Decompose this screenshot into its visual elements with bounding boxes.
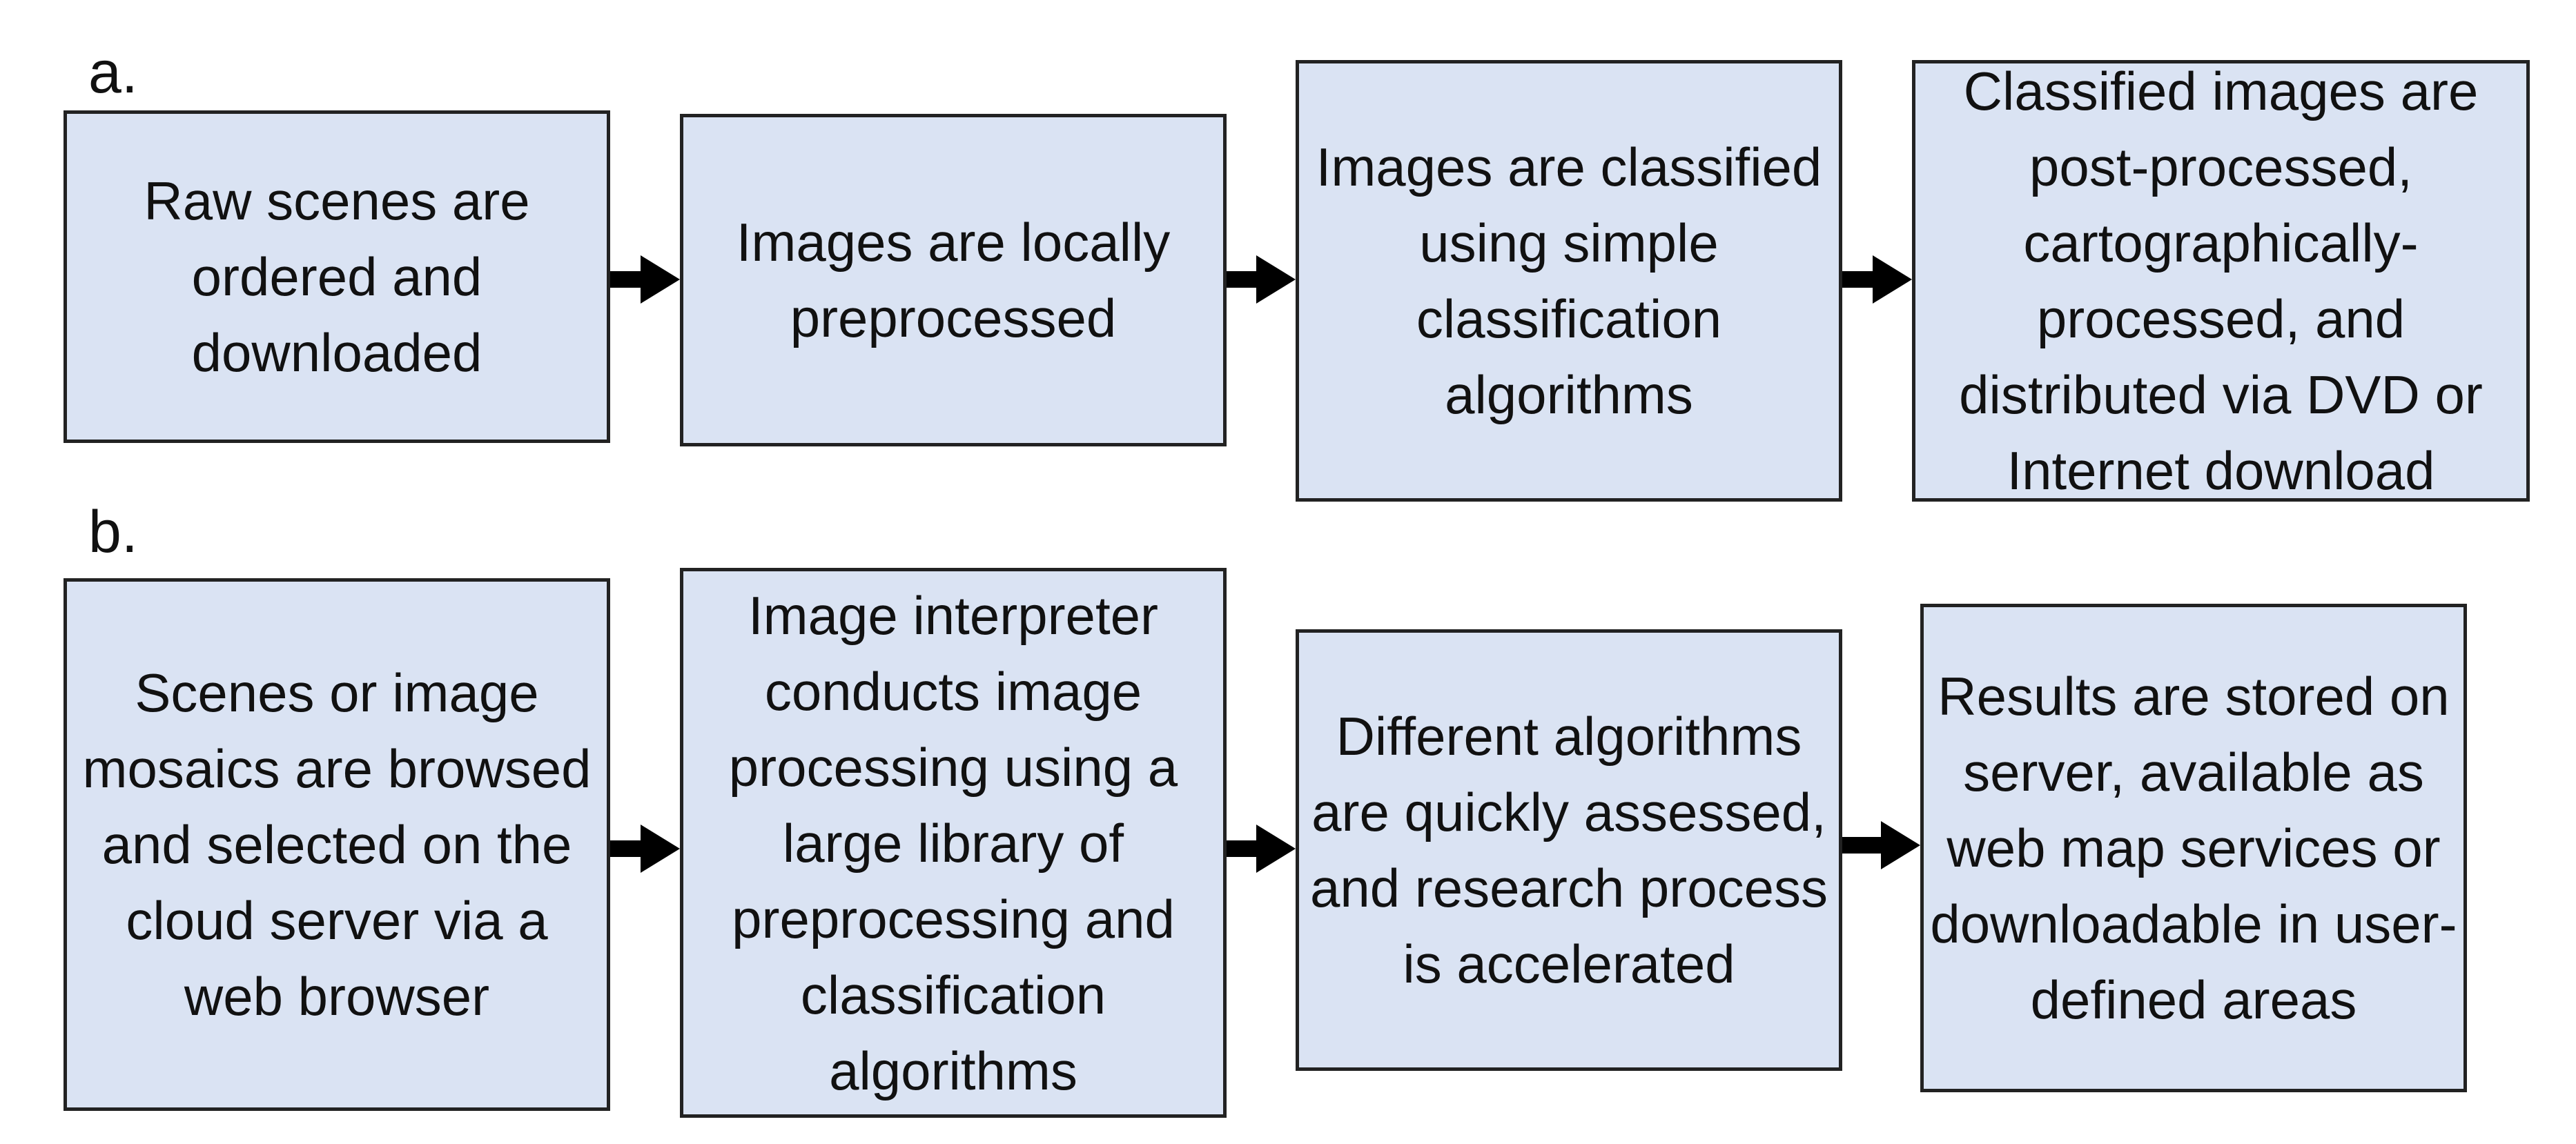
panel-a-step-1: Raw scenes are ordered and downloaded <box>64 110 610 443</box>
panel-a-step-1-text: Raw scenes are ordered and downloaded <box>144 170 530 383</box>
panel-a-label: a. <box>88 39 138 106</box>
panel-b-step-4-text: Results are stored on server, available … <box>1930 666 2457 1030</box>
panel-b-step-2: Image interpreter conducts image process… <box>680 568 1227 1118</box>
panel-b-step-2-text: Image interpreter conducts image process… <box>728 584 1178 1101</box>
panel-b-step-1: Scenes or image mosaics are browsed and … <box>64 578 610 1111</box>
panel-b-step-1-text: Scenes or image mosaics are browsed and … <box>82 662 592 1027</box>
arrow-b-3-4 <box>1842 821 1920 869</box>
arrow-a-3-4 <box>1842 255 1912 304</box>
panel-b-step-3-text: Different algorithms are quickly assesse… <box>1309 706 1828 994</box>
panel-b-step-3: Different algorithms are quickly assesse… <box>1296 629 1842 1071</box>
arrow-a-2-3 <box>1227 255 1296 304</box>
panel-a-step-2: Images are locally preprocessed <box>680 114 1227 446</box>
panel-a-step-4-text: Classified images are post-processed, ca… <box>1959 61 2483 501</box>
panel-a-step-2-text: Images are locally preprocessed <box>736 212 1171 348</box>
panel-b-label: b. <box>88 499 138 565</box>
panel-a-step-4: Classified images are post-processed, ca… <box>1912 60 2530 502</box>
arrow-b-1-2 <box>610 825 680 873</box>
arrow-a-1-2 <box>610 255 680 304</box>
panel-b-step-4: Results are stored on server, available … <box>1920 604 2467 1092</box>
panel-a-step-3: Images are classified using simple class… <box>1296 60 1842 502</box>
panel-a-step-3-text: Images are classified using simple class… <box>1316 137 1822 425</box>
arrow-b-2-3 <box>1227 825 1296 873</box>
